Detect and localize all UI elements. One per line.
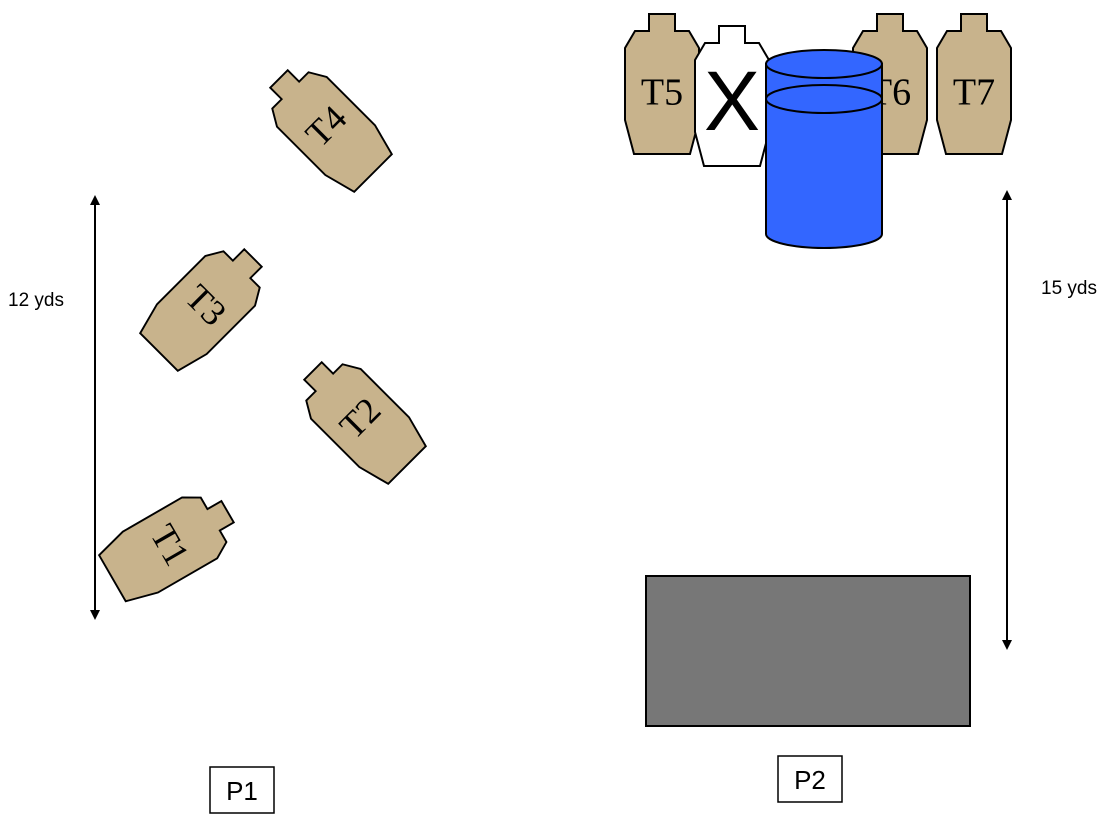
no-shoot-target: X <box>694 25 770 167</box>
no-shoot-mark: X <box>704 54 760 148</box>
target-t4: T4 <box>253 53 399 199</box>
position-label: P1 <box>226 776 258 806</box>
target-t3: T3 <box>133 232 279 378</box>
target-label: T7 <box>953 72 995 114</box>
distance-label-left: 12 yds <box>8 290 64 311</box>
target-t5: T5 <box>624 13 700 155</box>
target-t7: T7 <box>936 13 1012 155</box>
position-p1: P1 <box>209 766 275 814</box>
wall-block <box>645 575 971 727</box>
target-t1: T1 <box>93 480 247 610</box>
distance-label-right: 15 yds <box>1041 278 1097 299</box>
barrel-icon <box>765 49 883 249</box>
position-label: P2 <box>794 765 826 795</box>
target-t2: T2 <box>287 345 433 491</box>
target-label: T5 <box>641 72 683 114</box>
position-p2: P2 <box>777 755 843 803</box>
